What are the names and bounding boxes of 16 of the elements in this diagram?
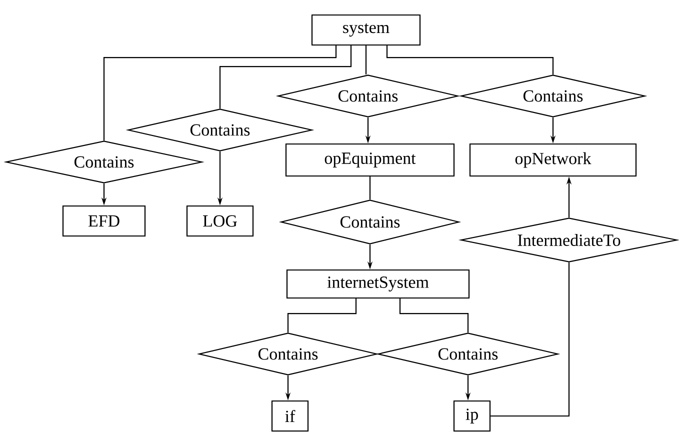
entity-box: internetSystem [286,269,470,299]
connector-line [219,46,352,108]
connector-line [103,46,337,140]
connector-line [490,262,570,417]
connector-line [399,298,469,332]
entity-box: system [311,14,421,46]
entity-box: ip [453,400,491,432]
connector-line [386,46,554,74]
entity-box: opEquipment [285,143,455,177]
connector-line [365,46,367,74]
entity-box: opNetwork [469,143,637,177]
entity-box: LOG [186,205,254,237]
entity-box: EFD [62,205,146,237]
connector-line [369,176,371,200]
connector-line [287,298,357,332]
entity-box: if [271,400,309,432]
